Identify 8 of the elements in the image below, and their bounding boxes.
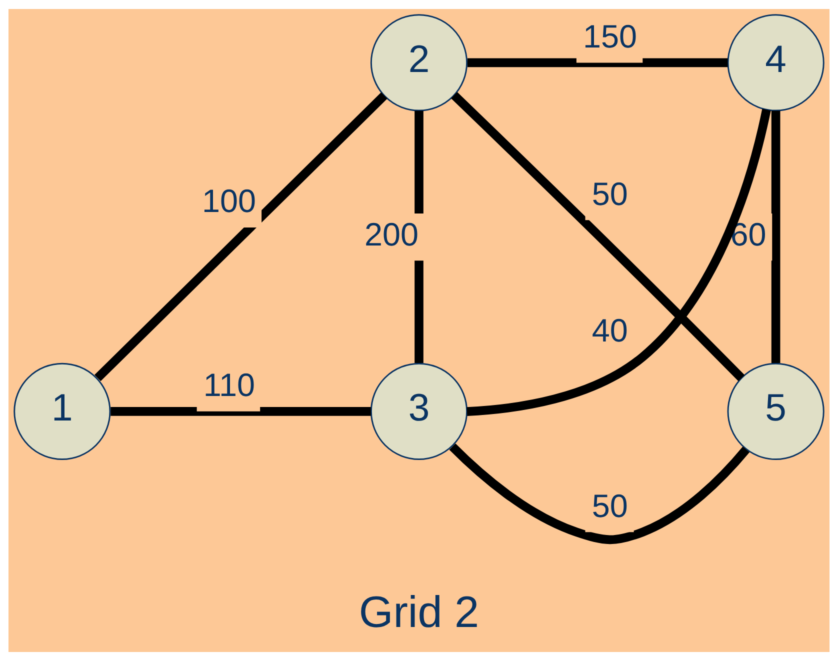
edge-label: 50 [592,175,628,212]
edge-label: 150 [583,18,638,54]
edge-label: 50 [592,487,628,524]
edge-label: 110 [203,366,256,403]
edge-label: 100 [202,182,256,219]
edge-label: 200 [364,216,419,252]
label: Grid 2 [358,587,480,636]
edge-label: 40 [592,312,628,348]
